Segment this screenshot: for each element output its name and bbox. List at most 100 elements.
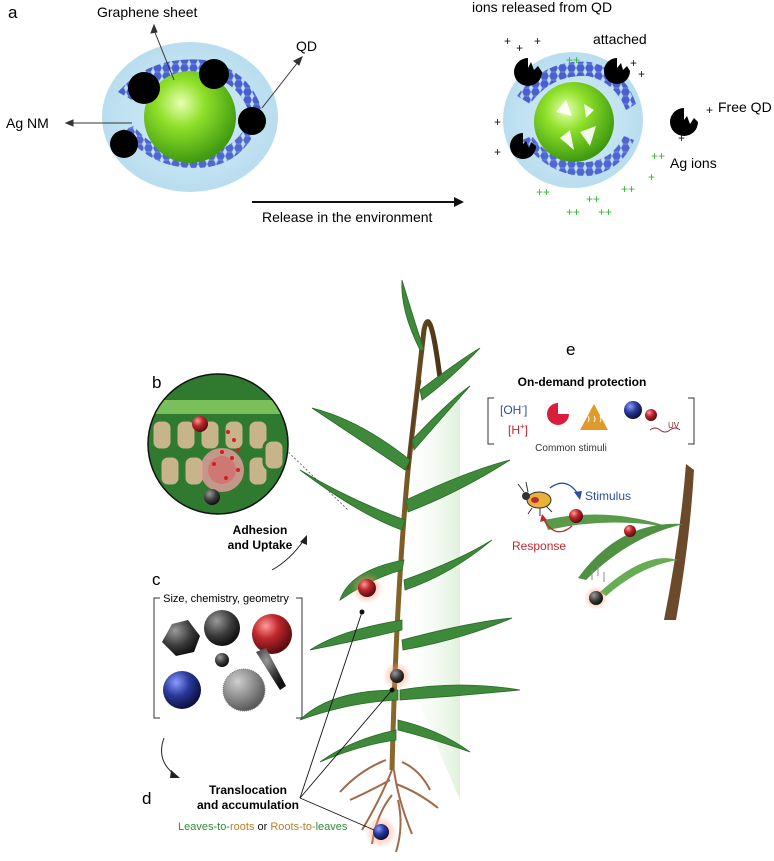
hydroxide-label: [OH-]	[500, 402, 527, 417]
uptake-grey-particle	[204, 489, 220, 505]
panel-a-letter: a	[8, 3, 18, 22]
proton-label: [H+]	[508, 422, 528, 437]
c-to-d-arrow	[161, 737, 175, 775]
ion-plus: +	[534, 34, 541, 48]
panel-d-letter: d	[142, 789, 151, 808]
uptake-curve-arrow	[271, 539, 305, 571]
stimuli-bracket-right	[688, 397, 695, 445]
ag-ions-label: Ag ions	[670, 155, 717, 171]
released-ions: + + + + + + + + + +	[494, 34, 713, 161]
ag-nm-particle-2	[199, 59, 229, 89]
response-label: Response	[512, 539, 566, 553]
qd-core-left	[144, 71, 236, 163]
translocation-title-2: and accumulation	[197, 798, 299, 812]
uptake-red-particle	[192, 416, 208, 432]
zoom-stem	[664, 464, 694, 620]
charge-red-icon	[645, 409, 657, 421]
zoom-red-particle-1	[569, 509, 583, 523]
qd-core-right	[534, 82, 614, 162]
plant	[299, 279, 521, 853]
plant-leaves	[299, 279, 521, 763]
ion-plus: +	[630, 56, 637, 70]
octahedron-particle	[162, 620, 200, 656]
panel-e: e On-demand protection [OH-] [H+] UV Com…	[487, 340, 695, 620]
blue-sphere-particle	[163, 671, 201, 709]
ion-plus: +	[494, 145, 501, 159]
ag-ion: ++	[566, 53, 580, 67]
uv-wave-icon	[649, 427, 681, 433]
graphene-arrow	[153, 29, 175, 81]
plant-red-particle	[358, 579, 376, 597]
qd-core-dissolution	[556, 100, 596, 150]
sphere-particle-large	[204, 610, 240, 646]
leaf	[399, 684, 521, 701]
panel-a: a Graphene sheet QD Ag NM Release in t	[6, 0, 772, 225]
sphere-particle-small	[215, 653, 229, 667]
free-qd-label: Free QD	[718, 99, 772, 115]
leaf	[405, 459, 511, 513]
ion-plus: +	[504, 34, 511, 48]
leaf	[411, 385, 471, 451]
panel-b-letter: b	[152, 373, 161, 392]
common-stimuli-label: Common stimuli	[535, 443, 607, 454]
panel-b: b Adhesion	[147, 373, 349, 571]
plant-grey-particle	[390, 669, 404, 683]
ag-ion: ++	[566, 205, 580, 219]
composite-particle-left	[102, 42, 278, 192]
zoom-circle	[147, 373, 289, 515]
release-arrow-head	[454, 197, 464, 207]
panel-d: d Translocation and accumulation Leaves-…	[142, 609, 395, 833]
leaf	[299, 689, 399, 721]
zoom-connector	[279, 443, 349, 511]
bracket-left	[153, 597, 160, 719]
leaf	[401, 279, 425, 351]
adhesion-title-1: Adhesion	[233, 523, 288, 537]
zoom-leaf-3	[600, 558, 678, 596]
enzyme-pacman-icon	[547, 403, 569, 425]
panel-c-letter: c	[152, 570, 161, 589]
attached-label: attached	[593, 31, 647, 47]
ion-plus: +	[516, 147, 523, 161]
ag-ion: +	[648, 170, 655, 184]
released-grey-particle	[589, 591, 603, 605]
ag-ion: ++	[598, 205, 612, 219]
insect-pest-icon	[517, 481, 553, 516]
leaf	[419, 347, 481, 401]
on-demand-title: On-demand protection	[518, 375, 647, 389]
leaf	[299, 469, 406, 531]
ag-broken-2	[604, 58, 630, 84]
panel-a-arrows	[64, 23, 303, 127]
rod-particle	[256, 648, 286, 690]
bracket-right	[296, 597, 303, 719]
temperature-triangle-icon	[580, 404, 608, 430]
leaf	[309, 619, 403, 651]
qd-label: QD	[296, 38, 317, 54]
ag-nm-label: Ag NM	[6, 115, 49, 131]
panel-e-letter: e	[566, 340, 575, 359]
ag-ion: ++	[651, 149, 665, 163]
leaf-cross-section	[148, 374, 288, 514]
qd-arrow	[261, 61, 299, 109]
ag-ion: ++	[536, 185, 550, 199]
response-arrow	[543, 519, 573, 533]
translocation-title-1: Translocation	[209, 783, 287, 797]
leaf	[403, 539, 493, 591]
charge-blue-icon	[624, 401, 642, 419]
red-sphere-particle	[252, 614, 292, 654]
ion-plus: +	[494, 115, 501, 129]
graphene-label: Graphene sheet	[97, 4, 198, 20]
ag-ion: ++	[621, 182, 635, 196]
uv-label: UV	[668, 421, 680, 430]
adhesion-title-2: and Uptake	[228, 538, 293, 552]
ag-nm-particle-4	[110, 130, 138, 158]
ion-plus: +	[678, 131, 685, 145]
ag-nm-particle-1	[128, 72, 160, 104]
size-chemistry-geometry: Size, chemistry, geometry	[163, 593, 289, 605]
ag-ion: ++	[586, 192, 600, 206]
graphene-sheet-bottom	[122, 126, 256, 169]
ion-plus: +	[706, 103, 713, 117]
stimulus-label: Stimulus	[585, 489, 631, 503]
leaf	[397, 719, 471, 753]
uptake-dots	[212, 430, 240, 480]
